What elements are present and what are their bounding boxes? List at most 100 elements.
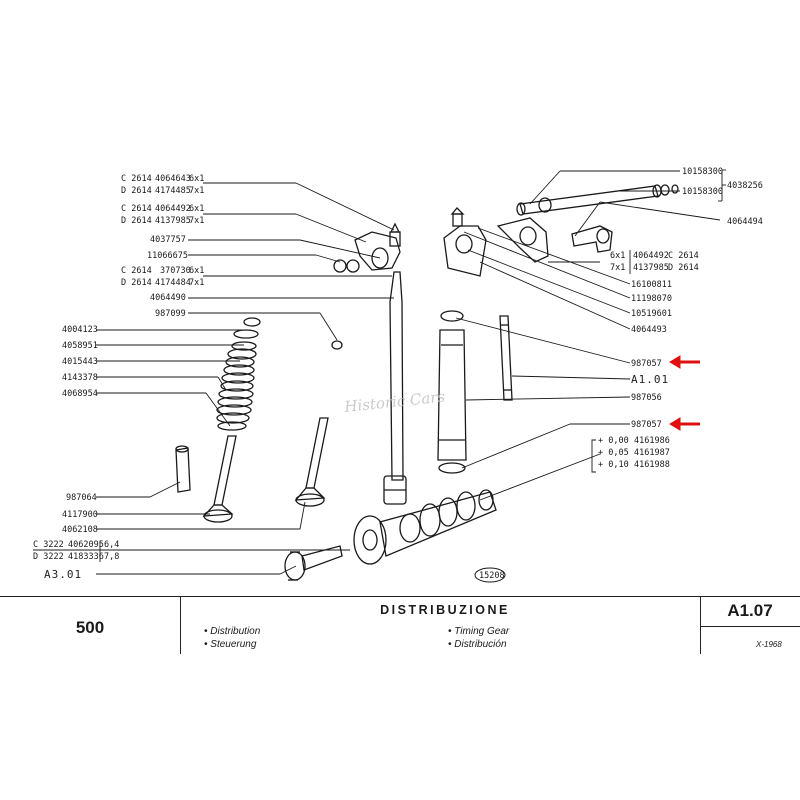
red-arrow-icon <box>669 417 700 431</box>
left-label-14: 4143378 <box>62 373 98 383</box>
footer-top-rule <box>0 596 800 597</box>
right-label-15-part: 4161987 <box>634 448 670 458</box>
left-label-2-part: 4174485 <box>155 186 191 196</box>
red-arrow-icon <box>669 355 700 369</box>
rocker-shaft <box>516 184 679 216</box>
left-label-18: 4062108 <box>62 525 98 535</box>
valve-right <box>294 417 329 507</box>
right-label-12: 987056 <box>631 393 662 403</box>
left-label-12: 4058951 <box>62 341 98 351</box>
translation-de-text: Steuerung <box>210 639 257 650</box>
right-label-2: 10158300 <box>682 187 723 197</box>
footer-divider-right <box>700 596 701 654</box>
left-label-19-part: 4062095 <box>68 540 104 550</box>
stamp-number: 15208 <box>479 571 505 581</box>
left-label-7-size: 6x1 <box>189 266 204 276</box>
valve-spring-assembly <box>216 317 261 431</box>
parts-drawing <box>175 184 679 581</box>
washer <box>346 259 360 273</box>
page-reference: A1.07 <box>727 601 773 620</box>
left-label-16: 987064 <box>66 493 97 503</box>
right-label-16-part: 4161988 <box>634 460 670 470</box>
stud <box>499 315 513 401</box>
left-label-6: 11066675 <box>147 251 188 261</box>
right-label-14-offset: + 0,00 <box>598 436 629 446</box>
right-label-8: 10519601 <box>631 309 672 319</box>
translation-en: • Distribution <box>204 626 261 637</box>
red-arrows <box>669 355 700 431</box>
right-label-4-part: 4064492 <box>633 251 669 261</box>
edition-date: X-1968 <box>756 640 782 649</box>
footer-ref-rule <box>700 626 800 627</box>
right-label-1: 10158300 <box>682 167 723 177</box>
right-label-6: 16100811 <box>631 280 672 290</box>
right-label-group: 4038256 <box>727 181 763 191</box>
right-label-4-size: 6x1 <box>610 251 625 261</box>
left-label-1-code: C 2614 <box>121 174 152 184</box>
valve-guide <box>175 445 191 493</box>
left-label-7-part: 370730 <box>160 266 191 276</box>
left-label-21-ref: A3.01 <box>44 568 82 581</box>
camshaft <box>353 489 497 565</box>
translation-en2-text: Timing Gear <box>454 626 510 637</box>
left-label-4-part: 4137985 <box>155 216 191 226</box>
right-label-5-size: 7x1 <box>610 263 625 273</box>
left-label-8-part: 4174484 <box>155 278 191 288</box>
drawing-stamp: 15208 <box>474 567 506 583</box>
left-label-2-code: D 2614 <box>121 186 152 196</box>
left-label-17: 4117900 <box>62 510 98 520</box>
labels-right: 10158300 10158300 4038256 4064494 6x1 40… <box>598 167 763 470</box>
pushrod <box>383 271 407 505</box>
right-label-7: 11198070 <box>631 294 672 304</box>
left-label-19-code: C 3222 <box>33 540 64 550</box>
right-label-5-code: D 2614 <box>668 263 699 273</box>
left-label-3-part: 4064492 <box>155 204 191 214</box>
left-label-20-size: 7,8 <box>104 552 119 562</box>
drive-gear <box>284 545 343 581</box>
cotter <box>331 340 343 350</box>
right-label-4-code: C 2614 <box>668 251 699 261</box>
right-label-13: 987057 <box>631 420 662 430</box>
spring-washer <box>333 259 347 273</box>
labels-left: C 2614 4064643 6x1 D 2614 4174485 7x1 C … <box>33 174 204 581</box>
left-label-20-code: D 3222 <box>33 552 64 562</box>
left-label-11: 4004123 <box>62 325 98 335</box>
left-label-2-size: 7x1 <box>189 186 204 196</box>
translation-es-text: Distribución <box>454 639 507 650</box>
left-label-9: 4064490 <box>150 293 186 303</box>
left-label-3-size: 6x1 <box>189 204 204 214</box>
left-label-10: 987099 <box>155 309 186 319</box>
rocker-arm-right <box>571 225 613 253</box>
watermark-text: Historic Cars <box>343 387 447 416</box>
left-label-4-size: 7x1 <box>189 216 204 226</box>
right-label-14-part: 4161986 <box>634 436 670 446</box>
section-title: DISTRIBUZIONE <box>380 603 510 617</box>
rocker-arm-left <box>354 222 401 271</box>
pushrod-tube <box>437 310 467 474</box>
rocker-arm-middle <box>496 217 549 263</box>
left-label-1-part: 4064643 <box>155 174 191 184</box>
translation-en2: • Timing Gear <box>448 626 510 637</box>
left-label-3-code: C 2614 <box>121 204 152 214</box>
valve-left <box>202 435 237 523</box>
left-label-1-size: 6x1 <box>189 174 204 184</box>
left-label-5: 4037757 <box>150 235 186 245</box>
right-label-5-part: 4137985 <box>633 263 669 273</box>
right-label-16-offset: + 0,10 <box>598 460 629 470</box>
leader-lines <box>96 169 726 575</box>
footer-divider-left <box>180 596 181 654</box>
left-label-20-part: 4183336 <box>68 552 104 562</box>
right-label-15-offset: + 0,05 <box>598 448 629 458</box>
left-label-8-size: 7x1 <box>189 278 204 288</box>
right-label-11-ref: A1.01 <box>631 373 669 386</box>
translation-es: • Distribución <box>448 639 507 650</box>
left-label-19-size: 6,4 <box>104 540 119 550</box>
right-label-3: 4064494 <box>727 217 763 227</box>
left-label-15: 4068954 <box>62 389 98 399</box>
translation-en-text: Distribution <box>210 626 261 637</box>
right-label-10: 987057 <box>631 359 662 369</box>
right-label-9: 4064493 <box>631 325 667 335</box>
left-label-4-code: D 2614 <box>121 216 152 226</box>
model-number: 500 <box>75 618 105 637</box>
